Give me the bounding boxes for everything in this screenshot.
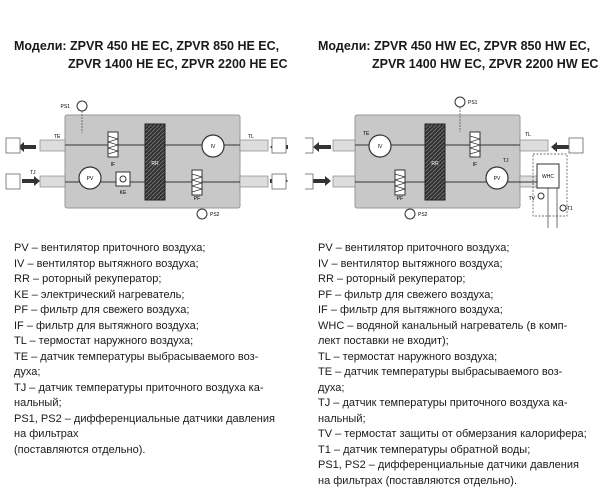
legend-line: T1 – датчик температуры обратной воды; — [318, 443, 531, 456]
title-left: Модели: ZPVR 450 HE EC, ZPVR 850 HE EC, … — [14, 37, 288, 73]
legend-line: IF – фильтр для вытяжного воздуха; — [14, 319, 199, 332]
title-prefix: Модели: — [318, 39, 371, 53]
extract-fan — [201, 134, 225, 158]
legend-right: PV – вентилятор приточного воздуха; IV – … — [318, 241, 608, 489]
legend-line: TL – термостат наружного воздуха; — [318, 350, 498, 363]
title-line-1: ZPVR 450 HE EC, ZPVR 850 HE EC, — [70, 39, 280, 53]
ps1-sensor — [76, 100, 88, 112]
diagram-left: RR PV IV IF PF KE PS1 PS2 TE TL TJ — [5, 100, 288, 220]
if-label: IF — [473, 162, 477, 168]
extract-fan — [368, 134, 392, 158]
water-loop — [532, 153, 568, 217]
extract-filter — [469, 131, 481, 158]
title-line-2: ZPVR 1400 HE EC, ZPVR 2200 HE EC — [68, 57, 288, 71]
legend-line: TJ – датчик температуры приточного возду… — [14, 381, 264, 394]
legend-line: PV – вентилятор приточного воздуха; — [318, 242, 510, 254]
iv-label: IV — [211, 144, 216, 150]
supply-fan — [78, 166, 102, 190]
title-line-2: ZPVR 1400 HW EC, ZPVR 2200 HW EC — [372, 57, 599, 71]
legend-line: PF – фильтр для свежего воздуха; — [14, 304, 190, 316]
title-line-1: ZPVR 450 HW EC, ZPVR 850 HW EC, — [374, 39, 591, 53]
extract-duct — [239, 139, 269, 152]
rotor-recuperator — [144, 123, 166, 201]
legend-line: PF – фильтр для свежего воздуха; — [318, 288, 494, 301]
pf-label: PF — [397, 196, 403, 202]
legend-line: нальный; — [318, 412, 366, 425]
legend-line: PS1, PS2 – дифференциальные датчики давл… — [318, 459, 579, 471]
legend-line: TV – термостат защиты от обмерзания кало… — [318, 428, 587, 440]
pf-label: PF — [194, 196, 200, 202]
t1-sensor — [559, 204, 567, 212]
fresh-filter — [394, 169, 406, 196]
te-label: TE — [363, 131, 370, 137]
legend-line: RR – роторный рекуператор; — [14, 273, 162, 285]
iv-label: IV — [378, 144, 383, 150]
pv-label: PV — [87, 176, 94, 182]
legend-line: лект поставки не входит); — [318, 335, 449, 347]
rr-label: RR — [151, 161, 159, 167]
whc-label: WHC — [542, 174, 554, 180]
t1-label: T1 — [567, 206, 573, 212]
legend-line: PV – вентилятор приточного воздуха; — [14, 242, 206, 254]
legend-left: PV – вентилятор приточного воздуха; IV – … — [14, 241, 304, 458]
fresh-filter — [191, 169, 203, 196]
legend-line: IV – вентилятор вытяжного воздуха; — [318, 257, 503, 270]
legend-line: RR – роторный рекуператор; — [318, 273, 466, 285]
legend-line: (поставляются отдельно). — [14, 443, 146, 456]
tl-label: TL — [248, 134, 254, 140]
ps2-label: PS2 — [418, 212, 428, 218]
ps2-sensor — [196, 208, 208, 220]
fresh-duct — [39, 175, 66, 188]
legend-line: духа; — [14, 366, 41, 378]
legend-line: нальный; — [14, 397, 62, 409]
if-label: IF — [111, 162, 115, 168]
ps1-label: PS1 — [468, 100, 478, 106]
legend-line: TL – термостат наружного воздуха; — [14, 335, 194, 347]
tv-label: TV — [529, 196, 536, 202]
legend-line: PS1, PS2 – дифференциальные датчики давл… — [14, 412, 275, 425]
tj-label: TJ — [30, 170, 36, 176]
legend-line: TE – датчик температуры выбрасываемого в… — [318, 366, 563, 378]
pv-label: PV — [494, 176, 501, 182]
legend-line: TJ – датчик температуры приточного возду… — [318, 397, 568, 409]
ps2-label: PS2 — [210, 212, 220, 218]
supply-fan — [485, 166, 509, 190]
legend-line: на фильтрах — [14, 428, 79, 440]
ps2-sensor — [404, 208, 416, 220]
legend-line: духа; — [318, 381, 345, 394]
rotor-recuperator — [424, 123, 446, 201]
legend-line: на фильтрах (поставляются отдельно). — [318, 474, 518, 487]
electric-heater — [115, 171, 131, 187]
tj-label: TJ — [503, 158, 509, 164]
legend-line: IV – вентилятор вытяжного воздуха; — [14, 257, 199, 270]
te-label: TE — [54, 134, 61, 140]
tl-label: TL — [525, 132, 531, 138]
ps1-sensor — [454, 96, 466, 108]
legend-line: WHC – водяной канальный нагреватель (в к… — [318, 319, 568, 332]
rr-label: RR — [431, 161, 439, 167]
legend-line: TE – датчик температуры выбрасываемого в… — [14, 350, 259, 363]
extract-filter — [107, 131, 119, 158]
diagram-right: RR IV PV IF PF PS1 PS2 TE TL TJ WHC TV T… — [305, 96, 584, 228]
exhaust-duct — [39, 139, 66, 152]
legend-line: KE – электрический нагреватель; — [14, 288, 185, 301]
legend-line: IF – фильтр для вытяжного воздуха; — [318, 304, 503, 316]
supply-duct — [239, 175, 269, 188]
ke-label: KE — [120, 190, 127, 196]
ps1-label: PS1 — [61, 104, 71, 110]
title-right: Модели: ZPVR 450 HW EC, ZPVR 850 HW EC, … — [318, 37, 598, 73]
tv-thermostat — [537, 192, 545, 200]
title-prefix: Модели: — [14, 39, 67, 53]
